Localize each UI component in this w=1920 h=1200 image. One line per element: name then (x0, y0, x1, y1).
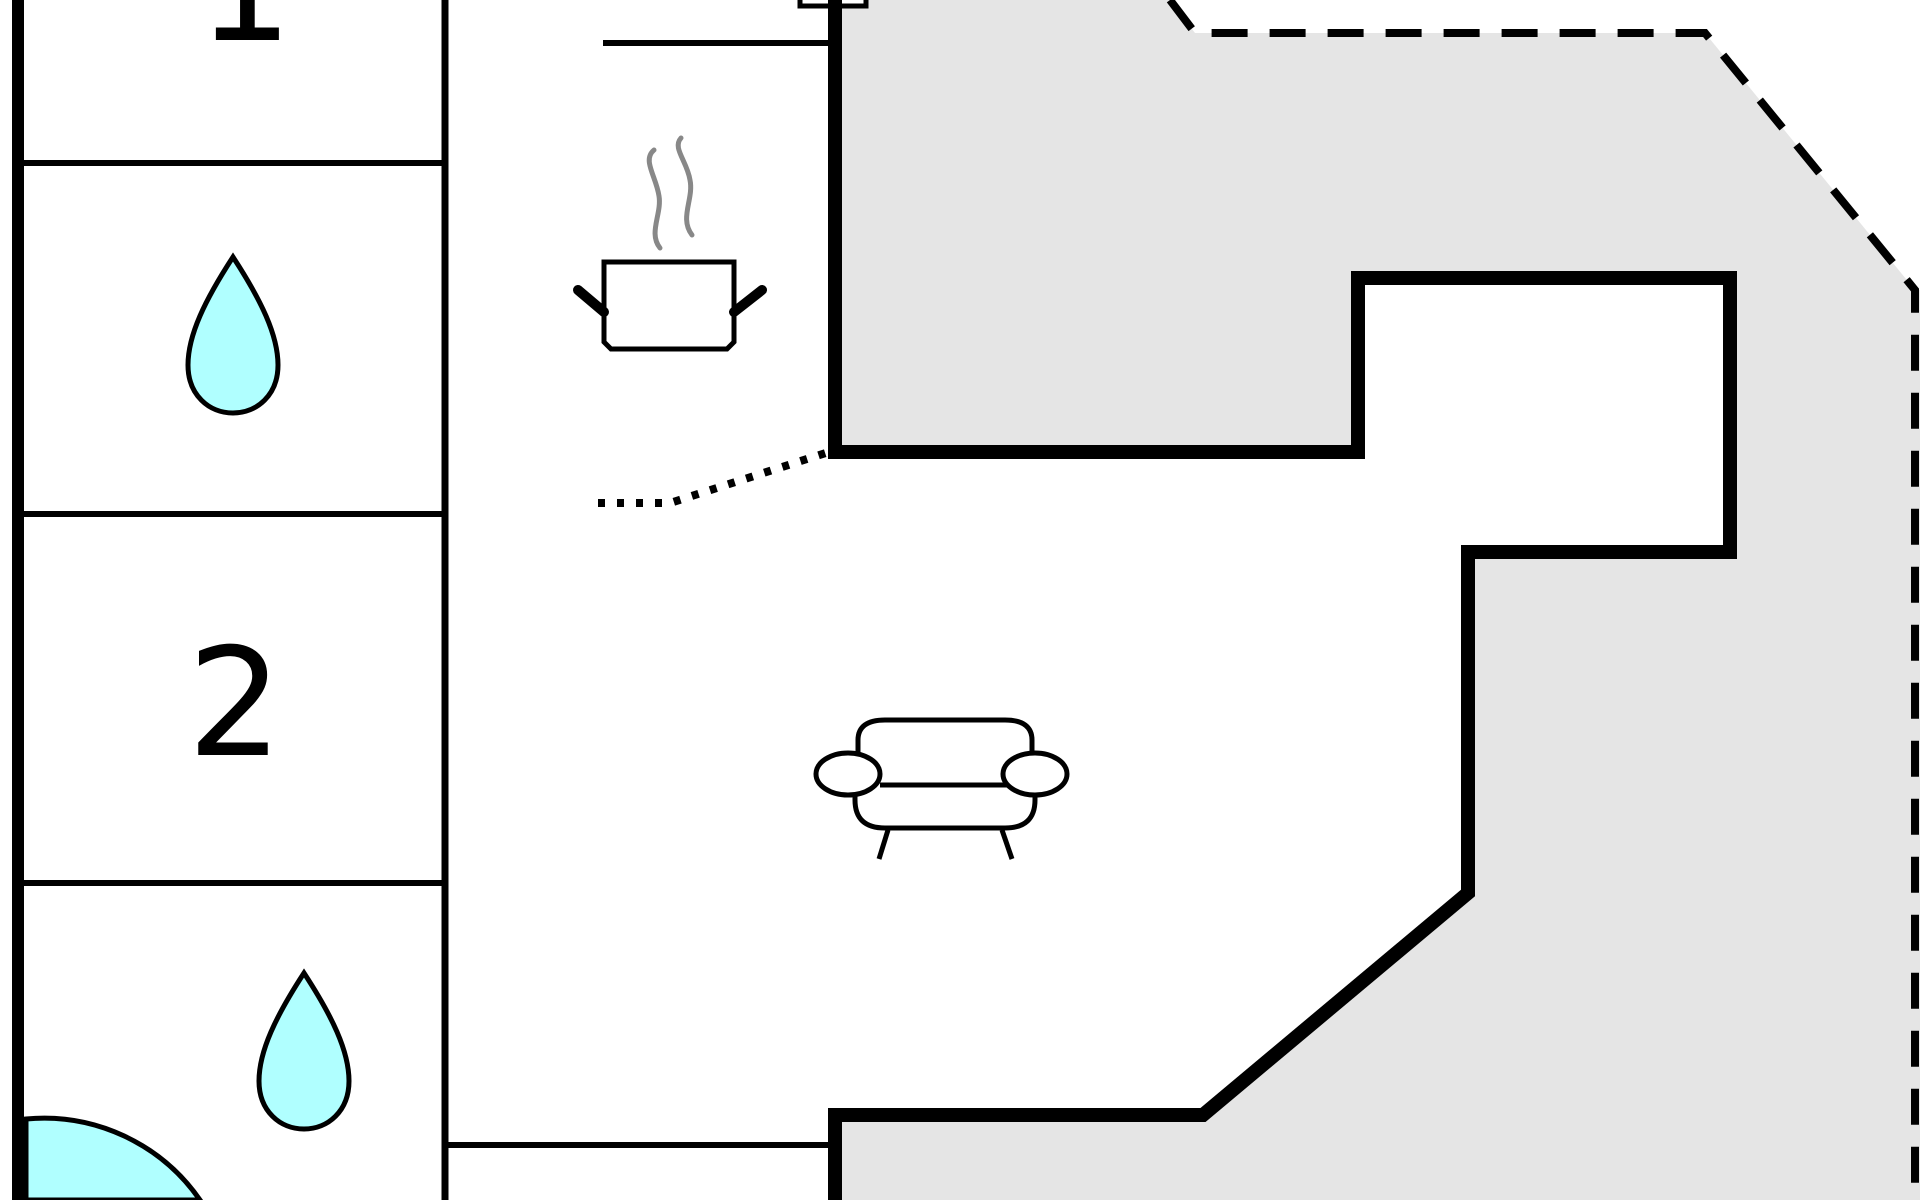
cooking-pot-icon (573, 135, 767, 352)
shower-icon (23, 1115, 204, 1200)
bedroom-2-label: 2 (187, 617, 282, 791)
sofa-icon (813, 717, 1070, 860)
living-room-walls (828, 0, 1737, 1200)
water-drop-icon (185, 252, 281, 416)
bedroom-wing-walls (12, 0, 449, 1200)
open-passage-line (598, 446, 837, 507)
property-boundary (1166, 0, 1919, 1200)
exterior-area (835, 0, 1920, 1200)
water-drop-icon (256, 968, 352, 1132)
bedroom-1-label: 1 (197, 0, 292, 76)
